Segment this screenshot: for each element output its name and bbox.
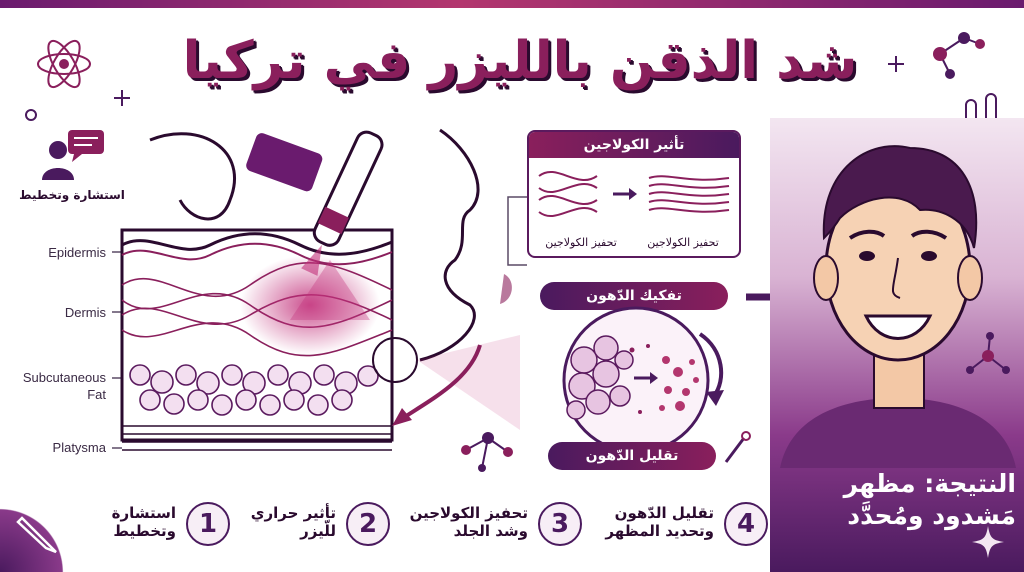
molecule-icon	[461, 432, 513, 472]
step-number: 2	[346, 502, 390, 546]
laser-device	[246, 130, 384, 276]
smiling-man-illustration	[780, 145, 1016, 468]
connector-line	[507, 196, 527, 266]
corner-decoration	[0, 492, 80, 572]
collagen-caption-left: تحفيز الكولاجين	[545, 236, 617, 249]
step-text: تحفيز الكولاجين وشد الجلد	[398, 504, 528, 540]
fat-breakdown-label: تفكيك الدّهون	[540, 282, 728, 310]
step-2: 2 تأثير حراري للّيزر	[248, 498, 390, 554]
sparkle-icon	[972, 526, 1004, 558]
result-text: النتيجة: مظهر مَشدود ومُحدَّد	[780, 468, 1016, 532]
layer-label-dermis: Dermis	[64, 305, 106, 320]
fat-reduction-label: تقليل الدّهون	[548, 442, 716, 470]
step-text: استشارة وتخطيط	[96, 504, 176, 540]
page-title: شد الذقن بالليزر في تركيا	[182, 31, 859, 91]
step-text: تقليل الدّهون وتحديد المظهر	[584, 504, 714, 540]
result-line-2: مَشدود ومُحدَّد	[847, 501, 1016, 530]
pen-icon	[16, 516, 57, 554]
result-line-1: النتيجة: مظهر	[843, 469, 1016, 498]
step-text: تأثير حراري للّيزر	[236, 504, 336, 540]
skin-cross-section	[112, 128, 520, 451]
top-bar	[0, 0, 1024, 8]
step-line-1: استشارة	[111, 504, 176, 522]
step-line-1: تقليل الدّهون	[614, 504, 714, 522]
molecule-icon	[966, 332, 1010, 374]
atom-icon	[37, 39, 91, 89]
layer-label-fat: Fat	[87, 387, 106, 402]
step-line-2: وتحديد المظهر	[605, 522, 714, 540]
layer-label-platysma: Platysma	[52, 440, 106, 455]
step-number: 1	[186, 502, 230, 546]
step-4: 4 تقليل الدّهون وتحديد المظهر	[596, 498, 768, 554]
consultation-icon	[42, 130, 104, 180]
step-3: 3 تحفيز الكولاجين وشد الجلد	[404, 498, 582, 554]
step-line-2: للّيزر	[300, 522, 336, 540]
collagen-caption-right: تحفيز الكولاجين	[647, 236, 719, 249]
plus-icon	[888, 56, 904, 72]
step-line-2: وتخطيط	[113, 522, 176, 540]
collagen-panel-title: تأثير الكولاجين	[529, 132, 739, 158]
molecule-icon	[933, 32, 985, 79]
chin-accent	[500, 274, 512, 304]
step-line-1: تأثير حراري	[250, 504, 336, 522]
step-line-1: تحفيز الكولاجين	[409, 504, 528, 522]
curved-arrow	[698, 332, 724, 406]
layer-label-subcutaneous: Subcutaneous	[22, 370, 106, 385]
step-number: 4	[724, 502, 768, 546]
plus-icon	[114, 90, 130, 106]
step-line-2: وشد الجلد	[453, 522, 528, 540]
consultation-label: استشارة وتخطيط	[19, 188, 125, 202]
circle-dot-icon	[25, 109, 37, 121]
collagen-fibers-illustration	[538, 170, 730, 218]
step-1: 1 استشارة وتخطيط	[110, 498, 230, 554]
collagen-panel: تأثير الكولاجين تحفيز الكولاجين تحفيز ال…	[527, 130, 741, 258]
syringe-icon	[724, 431, 751, 463]
layer-label-epidermis: Epidermis	[48, 245, 106, 260]
step-number: 3	[538, 502, 582, 546]
